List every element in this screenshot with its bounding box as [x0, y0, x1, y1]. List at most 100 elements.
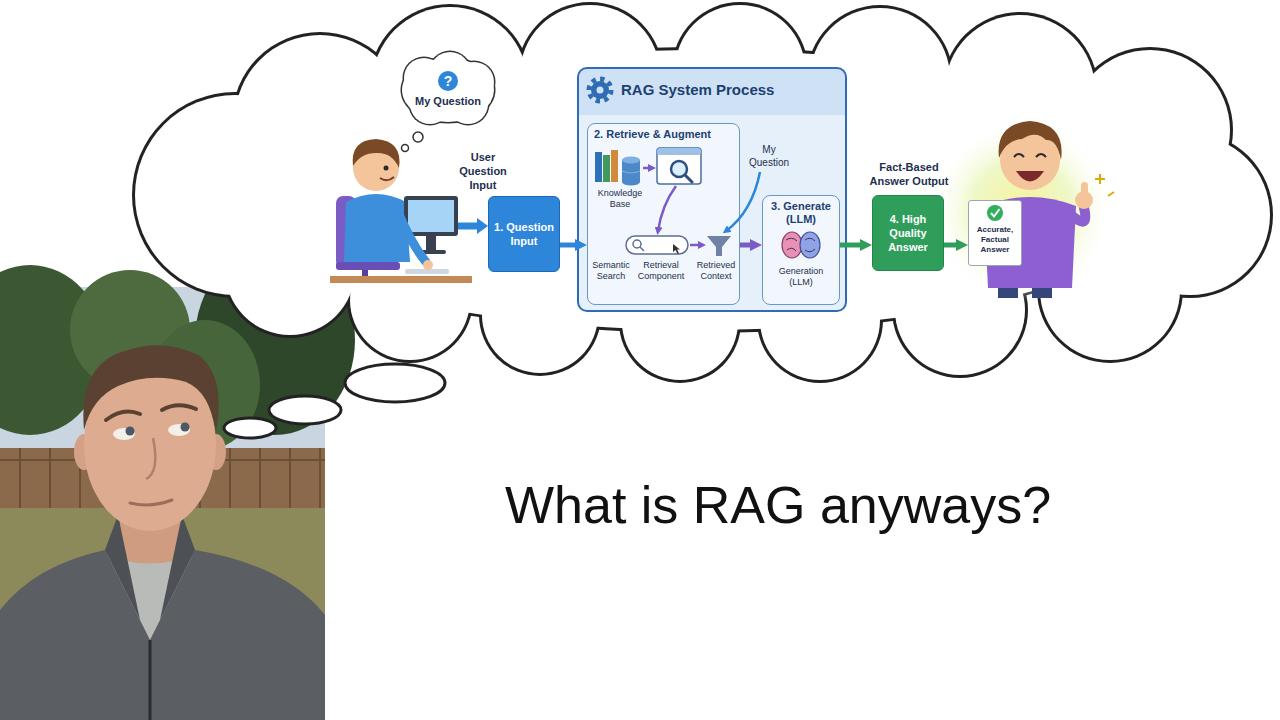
monitor — [404, 196, 458, 236]
annotation-label: Fact-Based Answer Output — [862, 160, 956, 188]
gear-body — [591, 81, 609, 99]
cloud-lobe — [1067, 47, 1233, 213]
flow-arrow — [726, 172, 760, 231]
cursor — [673, 244, 680, 254]
cloud-lobe — [347, 237, 473, 363]
flow-connector — [560, 243, 579, 248]
gear-hole — [597, 87, 604, 94]
desk — [330, 276, 472, 283]
hair — [999, 121, 1062, 160]
glow — [930, 118, 1114, 302]
trail-bubble — [224, 418, 276, 438]
database — [622, 179, 640, 186]
monitor-base — [416, 250, 446, 254]
gear-teeth — [589, 79, 611, 101]
trail-bubble — [345, 364, 445, 402]
book — [603, 155, 610, 182]
trail-dot — [402, 145, 409, 152]
annotation-label: Generation (LLM) — [766, 266, 836, 288]
search-icon — [633, 240, 641, 248]
chair-back — [336, 196, 356, 268]
eye — [384, 166, 389, 171]
brain-half — [782, 232, 802, 258]
arrow-head — [477, 218, 488, 234]
cloud-lobe — [350, 240, 470, 360]
leg — [1032, 284, 1052, 298]
arrow-shaft — [458, 223, 478, 230]
face — [84, 359, 216, 531]
eye — [1014, 154, 1024, 157]
cloud-lobe — [217, 47, 1183, 333]
cloud-lobe — [135, 95, 335, 295]
magnifier — [671, 161, 687, 177]
search-field — [626, 236, 688, 254]
node-text: Accurate, Factual Answer — [972, 225, 1018, 255]
tree — [195, 245, 355, 435]
head — [1000, 130, 1060, 190]
trail-dot — [413, 132, 423, 142]
cloud-lobe — [942, 12, 1098, 168]
cloud-lobe — [235, 35, 405, 205]
screen — [408, 200, 454, 232]
fence-boards — [0, 448, 325, 508]
iris — [126, 427, 135, 436]
funnel — [707, 236, 731, 256]
annotation-label: Retrieved Context — [695, 260, 737, 282]
flow-arrow — [658, 186, 676, 231]
stage-panel: 3. Generate (LLM) — [762, 195, 840, 305]
jacket — [0, 550, 325, 720]
eyebrow — [162, 405, 196, 410]
sparkle — [1095, 174, 1114, 196]
photo — [0, 245, 355, 720]
cloud-lobe — [232, 32, 408, 208]
cloud-lobe — [132, 92, 338, 298]
node-text: ? — [438, 71, 458, 91]
knowledge-base-icon — [595, 150, 640, 186]
book — [595, 152, 602, 182]
cloud-lobe — [1037, 217, 1183, 363]
eye — [113, 428, 135, 440]
tree — [0, 265, 105, 435]
cloud-lobe — [220, 50, 1180, 330]
answer-document: Accurate, Factual Answer — [968, 200, 1022, 266]
keyboard — [405, 269, 449, 274]
node-text: 3. Generate (LLM) — [766, 200, 836, 226]
smile — [380, 177, 394, 180]
search-bar — [626, 236, 688, 254]
arm — [398, 212, 426, 262]
cloud-lobe — [945, 15, 1095, 165]
page-title: What is RAG anyways? — [505, 474, 1165, 536]
hand — [1075, 191, 1093, 209]
cloud-lobe — [225, 205, 355, 335]
database — [622, 160, 640, 182]
book — [611, 150, 618, 182]
ear — [206, 434, 226, 470]
node-text: 2. Retrieve & Augment — [594, 128, 733, 141]
process-box: 1. Question Input — [488, 196, 560, 272]
zipper — [149, 640, 152, 720]
ear — [74, 434, 94, 470]
mouth — [1016, 171, 1044, 182]
user-cartoon — [330, 132, 472, 283]
trail-bubble — [269, 396, 341, 424]
annotation-label: My Question — [744, 143, 794, 169]
sky — [0, 287, 325, 720]
mouth — [130, 500, 172, 505]
hair — [83, 345, 218, 432]
cloud-outline — [132, 2, 1273, 383]
cloud-lobe — [1107, 132, 1273, 298]
arm — [1070, 208, 1085, 222]
thought-bubble: ?My Question — [398, 50, 498, 128]
annotation-label: Retrieval Component — [634, 260, 688, 282]
flow-arrow — [690, 244, 702, 247]
magnifier-handle — [685, 175, 692, 182]
window-bar — [657, 148, 701, 155]
cloud-lobe — [369, 4, 531, 166]
iris — [181, 423, 190, 432]
nose — [146, 438, 155, 479]
eyebrow — [106, 412, 140, 420]
cloud-lobe — [1040, 220, 1180, 360]
